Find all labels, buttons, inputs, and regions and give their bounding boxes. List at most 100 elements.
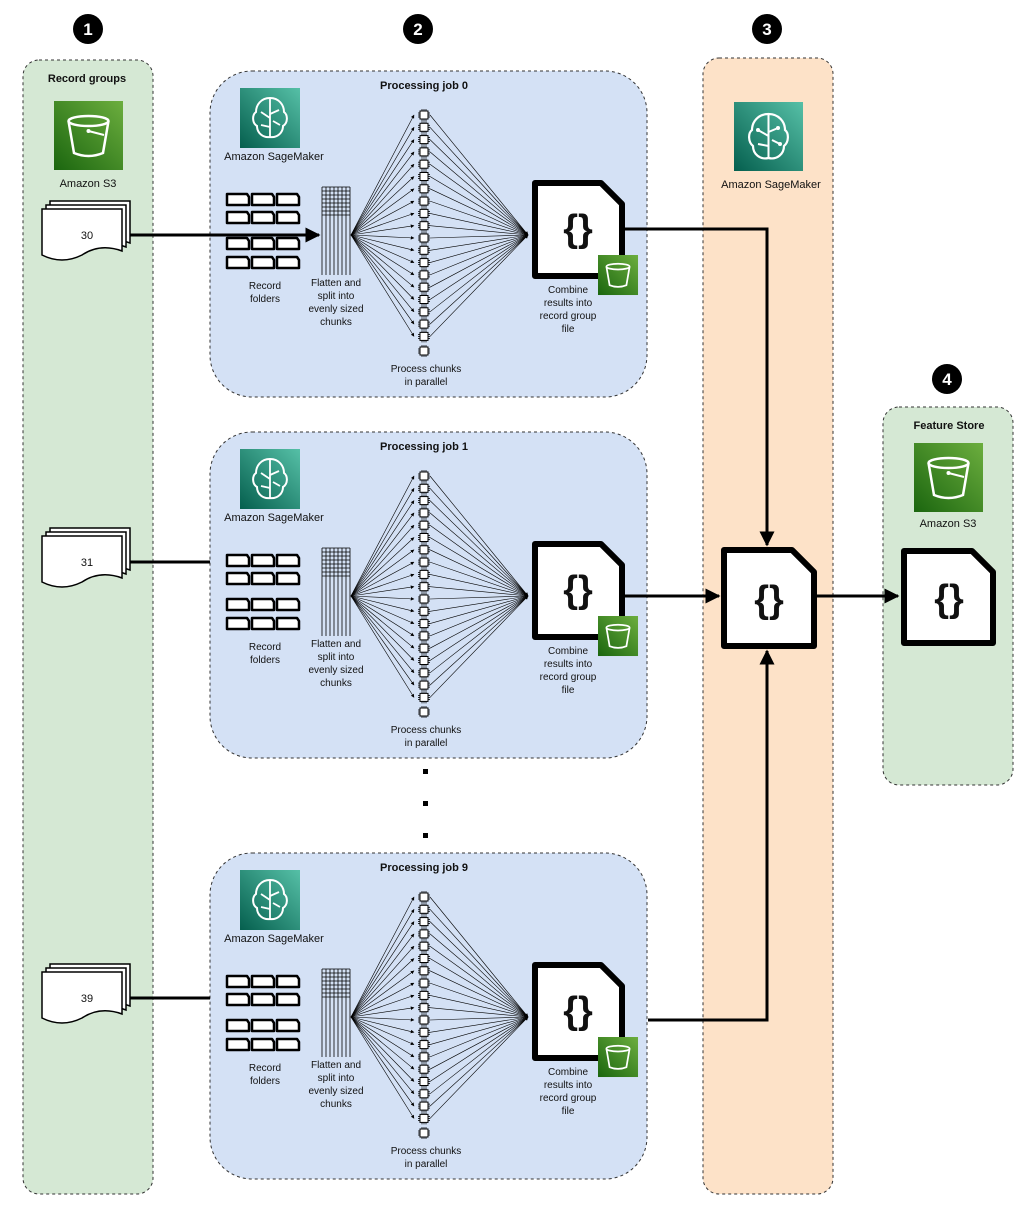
chunk-chip-icon [418,170,430,183]
svg-text:{}: {} [563,990,593,1032]
svg-text:3: 3 [762,20,771,39]
chunk-chip-icon [418,109,430,121]
chunk-chip-icon [418,1026,430,1039]
chunk-chip-icon [418,891,430,903]
chunk-chip-icon [418,519,430,532]
chunk-chip-icon [418,580,430,593]
chunk-chip-icon [418,1127,430,1139]
s3-bucket-icon [54,101,123,170]
chunk-chip-icon [418,1112,430,1125]
sagemaker-label: Amazon SageMaker [224,151,324,163]
sagemaker-icon [240,449,300,509]
s3-label: Amazon S3 [60,178,117,190]
step-badge-1: 1 [73,14,103,44]
record-folders-icon [225,192,301,270]
chunk-chip-icon [418,531,430,544]
ellipsis-dot [423,769,428,774]
s3-bucket-icon [598,255,639,296]
chunk-chip-icon [418,330,430,343]
record-groups-title: Record groups [48,73,126,85]
chunk-chip-icon [418,293,430,306]
feature-store-json-file-icon: {} [901,548,996,646]
step-badge-3: 3 [752,14,782,44]
job9-to-merge-arrow [648,649,775,1022]
chunk-chip-icon [418,964,430,977]
chunk-chip-icon [418,927,430,940]
chunk-chip-icon [418,256,430,269]
chunk-chip-icon [418,1001,430,1014]
parallel-chunk-arrows [350,896,529,1119]
chunk-chip-icon [418,145,430,158]
job-title: Processing job 9 [380,862,468,874]
record-group-number: 31 [81,557,93,569]
chunk-chip-icon [418,903,430,916]
chunk-chip-icon [418,977,430,990]
chunk-chip-icon [418,1063,430,1076]
chunk-chip-icon [418,1014,430,1026]
chunk-chip-icon [418,593,430,605]
json-file-icon: {} [532,962,625,1061]
json-file-icon: {} [532,541,625,640]
ellipsis-dot [423,833,428,838]
flatten-lines-icon [321,968,351,1057]
svg-text:{}: {} [754,579,784,621]
flatten-lines-icon [321,186,351,275]
svg-text:{}: {} [563,569,593,611]
svg-text:2: 2 [413,20,422,39]
chunk-chip-icon [418,182,430,195]
chunk-chip-icon [418,232,430,244]
chunk-chip-icon [418,1050,430,1063]
chunk-chip-icon [418,281,430,294]
record-group-2: 39 [41,963,210,1024]
chunk-chip-icon [418,642,430,655]
chunk-chip-icon [418,691,430,704]
record-folders-icon [225,553,301,631]
s3-bucket-icon [914,443,983,512]
ellipsis-dot [423,801,428,806]
record-group-1: 31 [41,527,210,588]
svg-text:{}: {} [934,578,964,620]
chunk-chip-icon [418,666,430,679]
chunk-chip-icon [418,244,430,257]
parallel-chunk-arrows [350,114,529,337]
flatten-lines-icon [321,547,351,636]
sagemaker-icon [240,870,300,930]
chunk-chip-icon [418,1087,430,1100]
chunk-chip-icon [418,305,430,318]
json-file-icon: {} [532,180,625,279]
sagemaker-label: Amazon SageMaker [224,933,324,945]
record-folders-icon [225,974,301,1052]
feature-store-title: Feature Store [914,420,985,432]
chunk-chip-icon [418,506,430,519]
chunk-chip-icon [418,195,430,208]
chunk-chip-icon [418,568,430,581]
step-badge-4: 4 [932,364,962,394]
svg-text:1: 1 [83,20,92,39]
svg-text:4: 4 [942,370,952,389]
chunk-chip-icon [418,121,430,134]
chunk-chip-icon [418,654,430,667]
step-badge-2: 2 [403,14,433,44]
chunk-chip-icon [418,482,430,495]
sagemaker-label: Amazon SageMaker [224,512,324,524]
chunk-chip-icon [418,989,430,1002]
chunk-chip-icon [418,940,430,953]
svg-text:{}: {} [563,208,593,250]
feature-store-s3-label: Amazon S3 [920,518,977,530]
record-groups-panel [22,59,154,1195]
record-group-number: 30 [81,230,93,242]
s3-bucket-icon [598,1037,639,1078]
chunk-chip-icon [418,556,430,569]
chunk-chip-icon [418,706,430,718]
